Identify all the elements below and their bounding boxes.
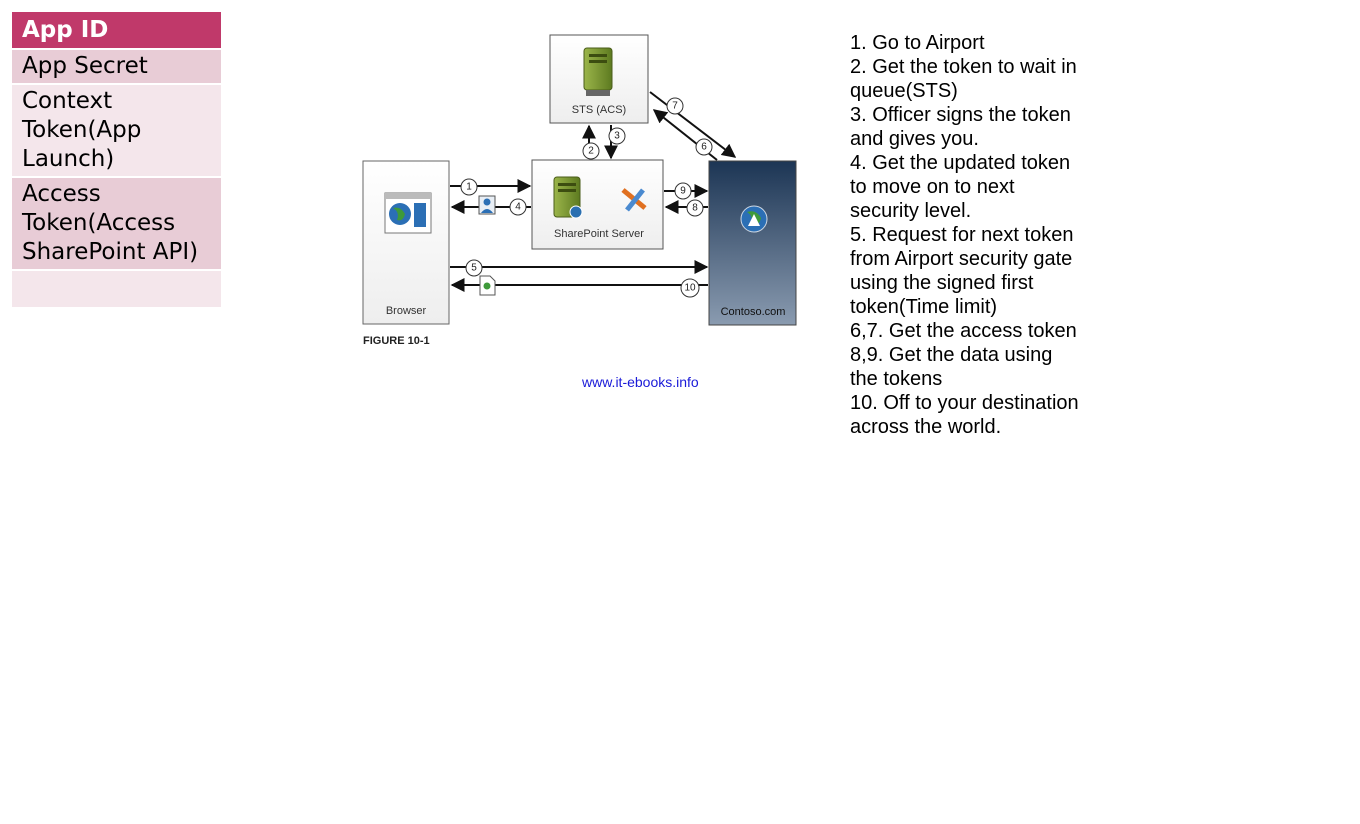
step-item-4: 4. Get the updated token to move on to n… (850, 152, 1071, 222)
step-item-2: 2. Get the token to wait in queue(STS) (850, 56, 1077, 102)
svg-text:6: 6 (701, 142, 707, 153)
step-item-1: 1. Go to Airport (850, 32, 985, 54)
browser-window-icon (384, 192, 432, 234)
server-icon (583, 47, 613, 96)
svg-text:9: 9 (680, 186, 686, 197)
browser-label: Browser (386, 305, 427, 317)
step-number-5: 5 (465, 259, 483, 277)
oauth-flow-diagram: STS (ACS) SharePoint Server (355, 0, 815, 400)
sharepoint-box: SharePoint Server (531, 159, 664, 250)
svg-text:5: 5 (471, 263, 477, 274)
step-number-4: 4 (509, 198, 527, 216)
term-empty[interactable] (12, 271, 221, 309)
step-item-8-9: 8,9. Get the data using the tokens (850, 344, 1053, 390)
svg-text:10: 10 (684, 283, 696, 294)
term-app-id[interactable]: App ID (12, 12, 221, 50)
sharepoint-label: SharePoint Server (554, 228, 644, 240)
sts-label: STS (ACS) (572, 104, 626, 116)
tools-icon (621, 188, 647, 212)
user-token-icon (478, 195, 496, 215)
step-number-9: 9 (674, 182, 692, 200)
svg-text:4: 4 (515, 202, 521, 213)
svg-text:1: 1 (466, 182, 472, 193)
steps-list: 1. Go to Airport 2. Get the token to wai… (850, 31, 1080, 439)
svg-text:3: 3 (614, 131, 620, 142)
svg-text:8: 8 (692, 203, 698, 214)
step-item-6-7: 6,7. Get the access token (850, 320, 1077, 342)
term-app-secret[interactable]: App Secret (12, 50, 221, 85)
browser-box: Browser (362, 160, 450, 325)
source-link[interactable]: www.it-ebooks.info (582, 374, 699, 390)
step-number-2: 2 (582, 142, 600, 160)
sts-box: STS (ACS) (549, 34, 649, 124)
term-access-token[interactable]: Access Token(Access SharePoint API) (12, 178, 221, 271)
arrow-7 (649, 91, 737, 158)
step-number-6: 6 (695, 138, 713, 156)
globe-icon (740, 205, 768, 233)
step-item-3: 3. Officer signs the token and gives you… (850, 104, 1071, 150)
diagram-svg: STS (ACS) SharePoint Server (362, 34, 797, 347)
contoso-label: Contoso.com (721, 306, 786, 318)
step-number-1: 1 (460, 178, 478, 196)
step-item-5: 5. Request for next token from Airport s… (850, 224, 1074, 318)
figure-caption: FIGURE 10-1 (363, 335, 430, 347)
contoso-box: Contoso.com (708, 160, 797, 326)
term-context-token[interactable]: Context Token(App Launch) (12, 85, 221, 178)
sharepoint-server-icon (553, 176, 583, 219)
document-token-icon (479, 275, 496, 296)
step-number-8: 8 (686, 199, 704, 217)
step-number-3: 3 (608, 127, 626, 145)
svg-text:7: 7 (672, 101, 678, 112)
step-number-10: 10 (680, 278, 700, 298)
step-number-7: 7 (666, 97, 684, 115)
term-list: App ID App Secret Context Token(App Laun… (12, 12, 221, 309)
step-item-10: 10. Off to your destination across the w… (850, 392, 1079, 438)
svg-text:2: 2 (588, 146, 594, 157)
